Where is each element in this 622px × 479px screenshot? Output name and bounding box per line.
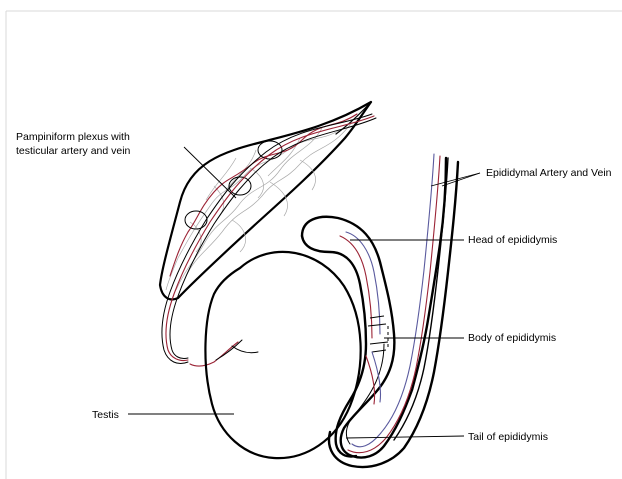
epididymis xyxy=(302,154,458,467)
label-epididymal-vessels: Epididymal Artery and Vein xyxy=(486,167,612,179)
label-testis: Testis xyxy=(92,409,119,421)
epididymis-inner-outline xyxy=(302,236,366,457)
epididymal-vein xyxy=(352,154,434,447)
body-ticks xyxy=(368,316,388,352)
tract-artery xyxy=(166,116,374,361)
label-head-of-epididymis: Head of epididymis xyxy=(468,234,557,246)
artery-entry-testis xyxy=(190,342,238,366)
label-pampiniform-line1: Pampiniform plexus with xyxy=(16,131,130,143)
testis-outline xyxy=(205,252,360,458)
spermatic-cord xyxy=(160,102,371,299)
label-body-of-epididymis: Body of epididymis xyxy=(468,332,556,344)
leader-tail xyxy=(346,436,464,438)
testis-small-mark xyxy=(232,346,258,353)
leader-epididymal-artery xyxy=(442,173,480,186)
testis xyxy=(205,252,360,458)
label-pampiniform-line2: testicular artery and vein xyxy=(16,145,131,157)
epididymis-outer-outline xyxy=(302,158,446,458)
text-labels: Pampiniform plexus with testicular arter… xyxy=(16,131,612,443)
testicular-vessel-tract xyxy=(162,114,376,366)
label-tail-of-epididymis: Tail of epididymis xyxy=(468,431,548,443)
leader-pampiniform xyxy=(184,147,236,198)
